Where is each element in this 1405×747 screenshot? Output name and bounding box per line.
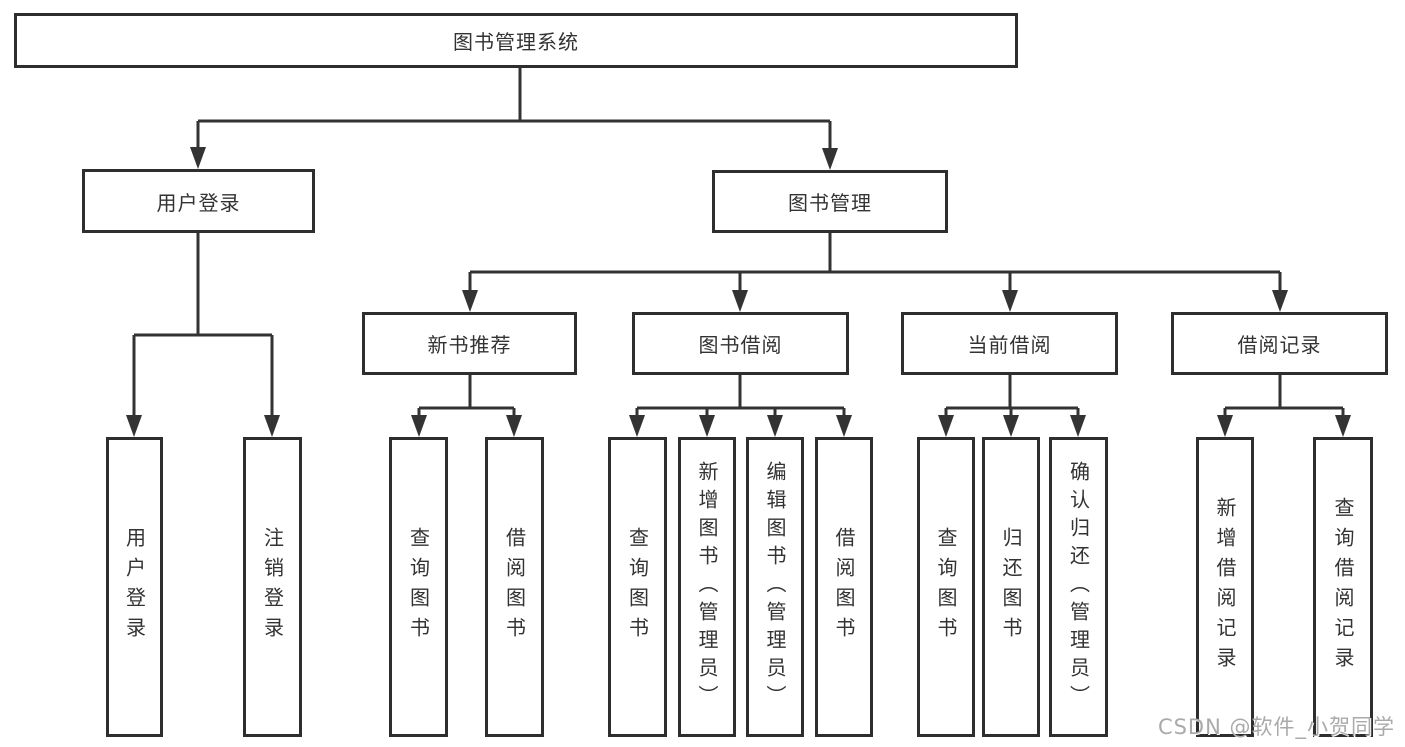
node-label: 编辑图书（管理员） xyxy=(763,461,787,713)
node-library-management-system: 图书管理系统 xyxy=(14,13,1018,68)
csdn-watermark: CSDN @软件_小贺同学 xyxy=(1157,715,1395,739)
arrowhead xyxy=(767,415,783,437)
arrowhead xyxy=(1272,290,1288,312)
arrowhead xyxy=(938,415,954,437)
arrowhead xyxy=(264,415,280,437)
leaf-edit-book-admin: 编辑图书（管理员） xyxy=(746,437,804,737)
leaf-user-login: 用户登录 xyxy=(106,437,163,737)
node-label: 当前借阅 xyxy=(967,333,1052,357)
node-label: 新增借阅记录 xyxy=(1213,497,1237,677)
arrowhead xyxy=(822,148,838,170)
node-label: 查询借阅记录 xyxy=(1331,497,1355,677)
arrowhead xyxy=(126,415,142,437)
node-label: 用户登录 xyxy=(156,190,241,215)
node-book-borrowing: 图书借阅 xyxy=(632,312,849,375)
node-label: 新增图书（管理员） xyxy=(695,461,719,713)
node-current-borrowing: 当前借阅 xyxy=(901,312,1118,375)
leaf-query-borrow-record: 查询借阅记录 xyxy=(1313,437,1373,737)
node-label: 图书借阅 xyxy=(698,333,783,357)
node-label: 借阅图书 xyxy=(502,527,527,647)
node-label: 新书推荐 xyxy=(427,333,512,357)
arrowhead xyxy=(1217,415,1233,437)
arrowhead xyxy=(836,415,852,437)
arrowhead xyxy=(1335,415,1351,437)
leaf-logout: 注销登录 xyxy=(243,437,302,737)
leaf-query-books-3: 查询图书 xyxy=(917,437,975,737)
leaf-confirm-return-admin: 确认归还（管理员） xyxy=(1049,437,1108,737)
node-borrowing-records: 借阅记录 xyxy=(1171,312,1388,375)
arrowhead xyxy=(732,290,748,312)
node-label: 确认归还（管理员） xyxy=(1066,461,1091,713)
arrowhead xyxy=(699,415,715,437)
arrowhead xyxy=(506,415,522,437)
leaf-borrow-books-2: 借阅图书 xyxy=(815,437,873,737)
leaf-add-book-admin: 新增图书（管理员） xyxy=(678,437,736,737)
node-label: 注销登录 xyxy=(260,527,285,647)
leaf-return-books: 归还图书 xyxy=(982,437,1040,737)
node-label: 查询图书 xyxy=(625,527,650,647)
node-user-login: 用户登录 xyxy=(82,169,315,233)
node-label: 图书管理 xyxy=(788,191,872,215)
arrowhead xyxy=(1002,290,1018,312)
arrowhead xyxy=(629,415,645,437)
leaf-query-books-2: 查询图书 xyxy=(608,437,667,737)
node-label: 查询图书 xyxy=(406,527,431,647)
node-label: 用户登录 xyxy=(122,527,147,647)
leaf-add-borrow-record: 新增借阅记录 xyxy=(1196,437,1254,737)
node-new-book-recommendation: 新书推荐 xyxy=(362,312,577,375)
node-label: 借阅记录 xyxy=(1237,333,1322,357)
node-book-management: 图书管理 xyxy=(712,170,948,233)
arrowhead xyxy=(190,147,206,169)
node-label: 图书管理系统 xyxy=(453,30,579,54)
leaf-query-books-1: 查询图书 xyxy=(389,437,448,737)
arrowhead xyxy=(462,290,478,312)
node-label: 归还图书 xyxy=(999,527,1023,647)
node-label: 查询图书 xyxy=(934,527,958,647)
arrowhead xyxy=(411,415,427,437)
arrowhead xyxy=(1003,415,1019,437)
leaf-borrow-books-1: 借阅图书 xyxy=(485,437,544,737)
arrowhead xyxy=(1070,415,1086,437)
node-label: 借阅图书 xyxy=(832,527,856,647)
